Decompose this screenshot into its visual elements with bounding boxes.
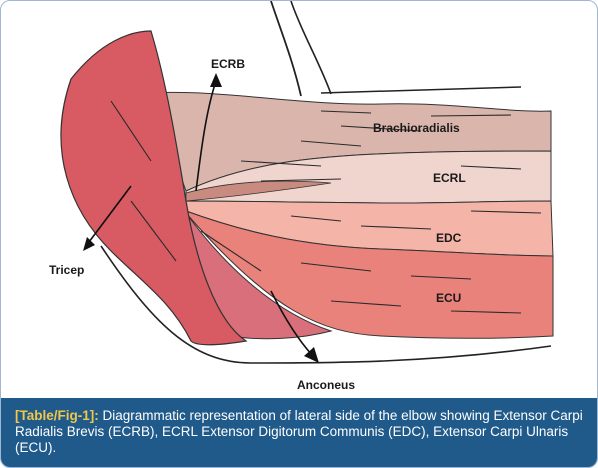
arm-outline-upper xyxy=(270,1,302,97)
anconeus-arrowhead xyxy=(304,347,319,363)
label-edc: EDC xyxy=(436,231,462,245)
arm-outline-right xyxy=(290,1,332,95)
label-brachioradialis: Brachioradialis xyxy=(373,121,460,135)
caption-text: Diagrammatic representation of lateral s… xyxy=(15,408,583,455)
label-ecrl: ECRL xyxy=(433,171,466,185)
muscle-fibers xyxy=(110,100,542,314)
figure-caption: [Table/Fig-1]: Diagrammatic representati… xyxy=(1,398,597,467)
tricep-arrowhead xyxy=(83,237,95,251)
fiber-line xyxy=(460,165,522,170)
elbow-diagram xyxy=(60,1,554,364)
fiber-line xyxy=(200,230,262,272)
arm-outline-top xyxy=(320,86,522,94)
fiber-line xyxy=(300,262,372,272)
label-tricep: Tricep xyxy=(49,263,85,277)
arrow-heads xyxy=(83,73,319,363)
label-anconeus: Anconeus xyxy=(297,378,356,392)
caption-tag: [Table/Fig-1]: xyxy=(15,408,99,423)
ecrb-muscle xyxy=(185,180,332,202)
fiber-line xyxy=(110,100,152,162)
label-ecu: ECU xyxy=(436,291,462,305)
fiber-line xyxy=(240,160,322,167)
ecrb-arrow xyxy=(195,80,217,192)
fiber-line xyxy=(410,275,472,280)
fiber-line xyxy=(430,114,512,117)
fiber-line xyxy=(340,125,422,132)
fiber-line xyxy=(320,110,372,114)
fiber-line xyxy=(300,140,362,147)
ecrb-arrowhead xyxy=(210,73,222,87)
fiber-line xyxy=(260,178,342,182)
fiber-line xyxy=(360,225,432,230)
fiber-line xyxy=(290,215,342,222)
ecu-muscle xyxy=(185,210,554,339)
label-ecrb: ECRB xyxy=(211,57,246,71)
tricep-muscle xyxy=(60,30,248,346)
fiber-line xyxy=(130,200,177,262)
fiber-line xyxy=(470,210,542,214)
fiber-line xyxy=(330,300,402,307)
fiber-line xyxy=(450,310,522,314)
forearm-outline-bottom xyxy=(100,245,552,364)
